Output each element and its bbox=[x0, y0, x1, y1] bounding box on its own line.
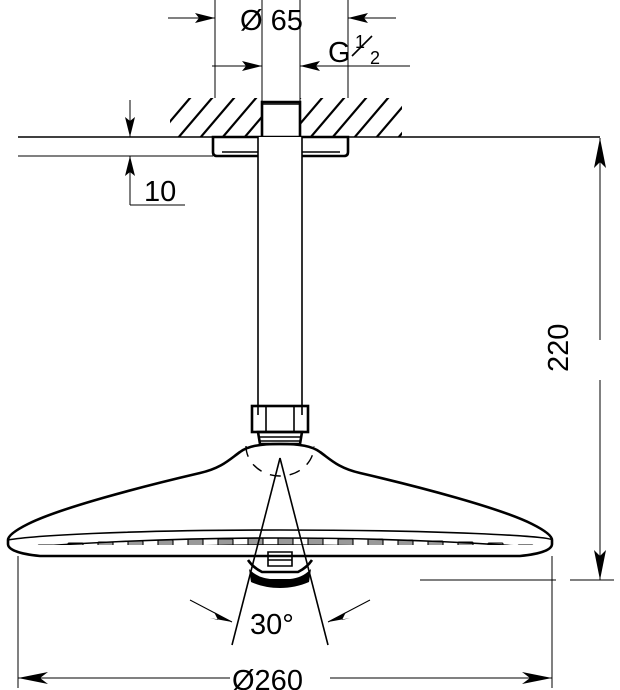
dimension-label-angle-30: 30° bbox=[250, 609, 294, 641]
dimension-head-diameter-260: Ø260 bbox=[17, 556, 553, 690]
dimension-plate-height-10: 10 bbox=[125, 100, 185, 208]
riser-pipe bbox=[214, 0, 349, 415]
thread-boss bbox=[260, 100, 302, 137]
nozzle-array bbox=[8, 537, 552, 545]
dimension-spray-angle-30: 30° bbox=[189, 599, 371, 641]
center-spray-nozzle bbox=[246, 551, 314, 588]
dimension-label-drop-220: 220 bbox=[543, 324, 575, 372]
dimension-label-diameter-65: Ø 65 bbox=[240, 5, 303, 37]
dimension-label-height-10: 10 bbox=[144, 176, 176, 208]
dimension-thread-g-half: G 1 2 bbox=[212, 32, 410, 71]
dimension-label-thread-denominator: 2 bbox=[370, 48, 380, 68]
hidden-detail-circle bbox=[245, 445, 315, 477]
dimension-label-thread-numerator: 1 bbox=[355, 32, 365, 52]
dimension-label-thread-g: G bbox=[328, 37, 351, 69]
dimension-diameter-65: Ø 65 bbox=[168, 5, 396, 37]
dimension-drop-length-220: 220 bbox=[420, 138, 614, 581]
dimension-label-diameter-260: Ø260 bbox=[232, 665, 303, 690]
spray-cone-30deg bbox=[231, 457, 329, 646]
